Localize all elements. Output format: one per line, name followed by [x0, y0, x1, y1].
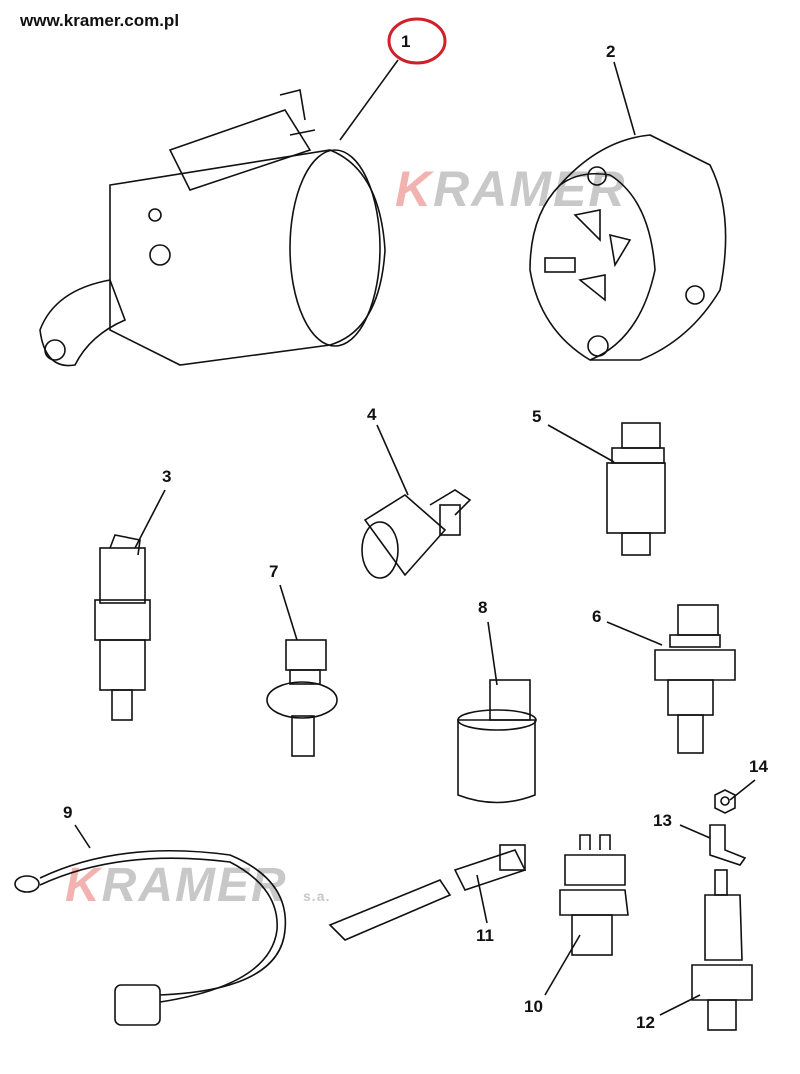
cable-9-drawing	[14, 849, 287, 1026]
oil-pressure-switch-7-drawing	[266, 639, 338, 757]
temperature-sensor-6-drawing	[654, 604, 736, 754]
callout-13[interactable]: 13	[653, 811, 672, 830]
alternator-drawing	[529, 134, 727, 361]
sensor-8-drawing	[457, 679, 537, 804]
bracket-13-drawing	[709, 824, 747, 866]
switch-10-drawing	[559, 834, 629, 956]
kramer-watermark: KRAMER	[395, 161, 627, 217]
callout-4[interactable]: 4	[367, 405, 377, 424]
temperature-sender-drawing	[361, 489, 472, 579]
callout-8[interactable]: 8	[478, 598, 488, 617]
callout-9[interactable]: 9	[63, 803, 73, 822]
callout-1[interactable]: 1	[401, 32, 411, 51]
callout-7[interactable]: 7	[269, 562, 279, 581]
starter-motor-drawing	[39, 89, 386, 367]
callout-10[interactable]: 10	[524, 997, 543, 1016]
callout-14[interactable]: 14	[749, 757, 768, 776]
leader-lines	[74, 59, 756, 1016]
website-url[interactable]: www.kramer.com.pl	[20, 11, 180, 30]
callout-11[interactable]: 11	[476, 926, 494, 945]
sensor-12-drawing	[691, 869, 753, 1031]
switch-3-drawing	[94, 534, 151, 721]
callout-5[interactable]: 5	[532, 407, 542, 426]
callout-3[interactable]: 3	[162, 467, 172, 486]
callout-12[interactable]: 12	[636, 1013, 655, 1032]
connector-11-drawing	[328, 844, 527, 941]
callout-2[interactable]: 2	[606, 42, 616, 61]
pressure-switch-5-drawing	[606, 422, 666, 556]
nut-14-drawing	[714, 789, 736, 814]
callout-6[interactable]: 6	[592, 607, 602, 626]
highlight-circle	[387, 17, 447, 65]
